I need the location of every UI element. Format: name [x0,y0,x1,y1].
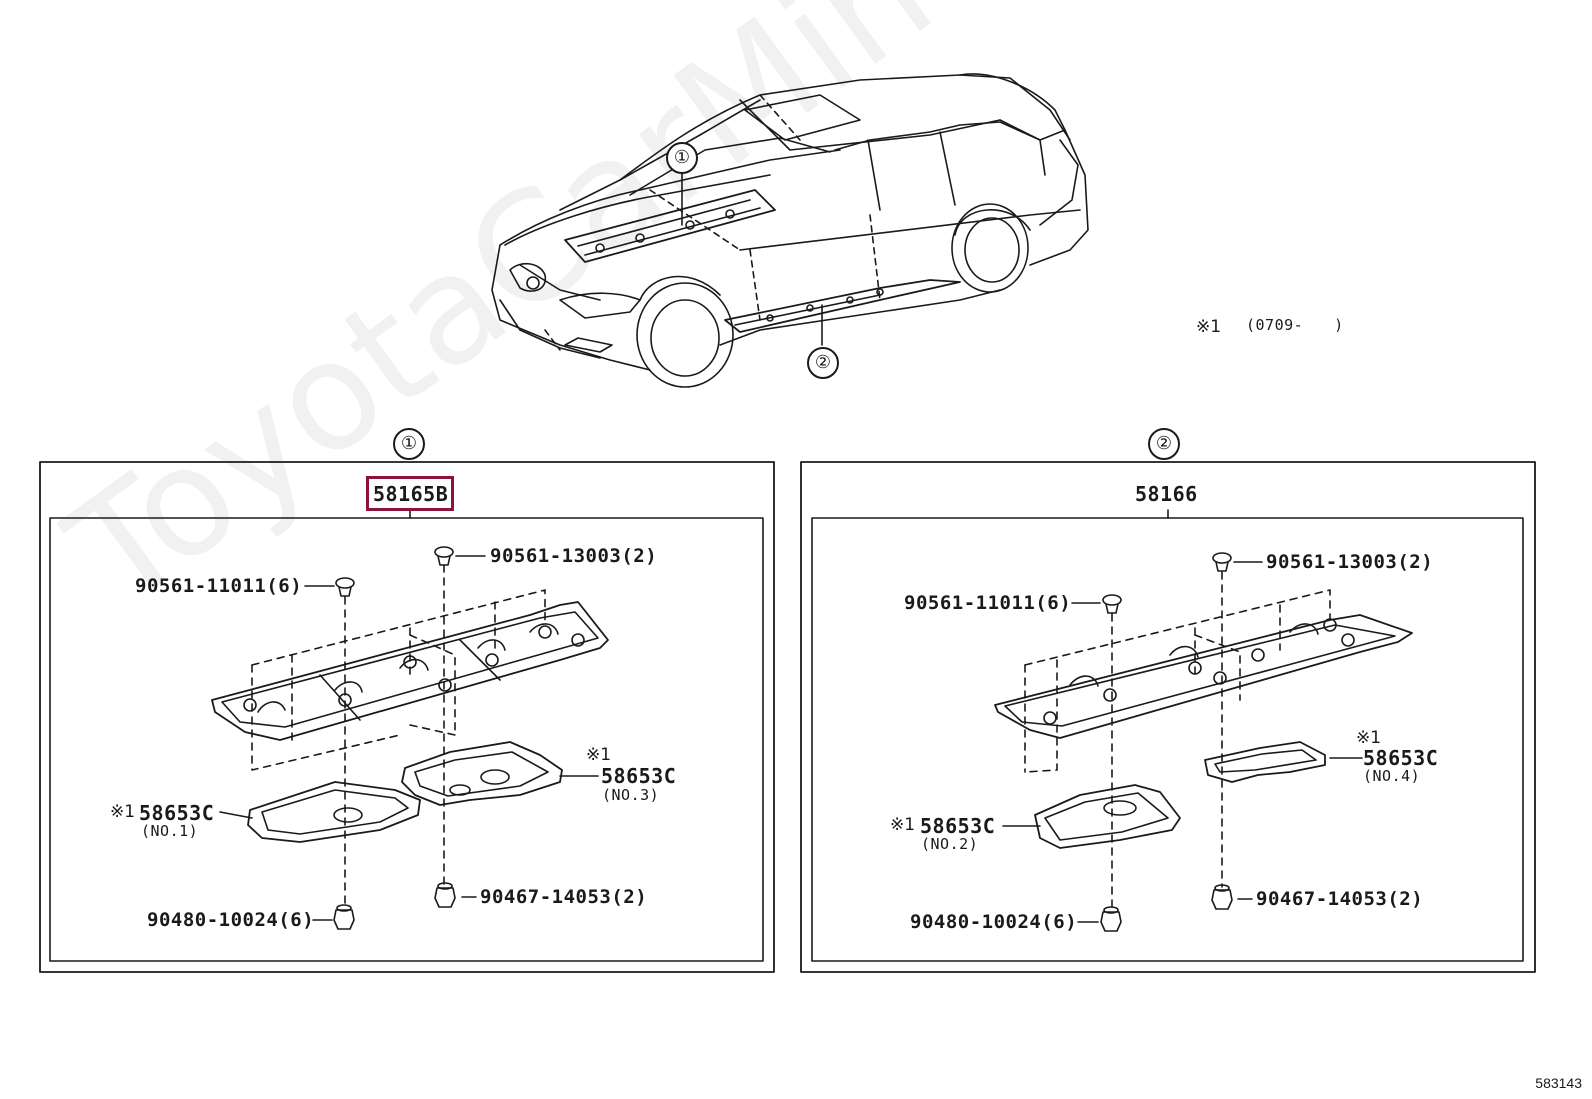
panel1-seal-a-mark: ※1 [110,802,136,822]
panel1-outer-frame [39,461,775,973]
panel1-part-number[interactable]: 58165B [373,482,449,506]
panel2-nut-right [1211,884,1233,910]
panel2-label-clip-top[interactable]: 90561-13003(2) [1266,551,1434,573]
panel2-label-nut-left[interactable]: 90480-10024(6) [910,911,1078,933]
panel1-label-nut-right[interactable]: 90467-14053(2) [480,886,648,908]
panel1-nut-left [333,904,355,930]
note-mark: ※1 [1196,317,1222,337]
panel2-clip-left [1102,594,1122,614]
panel2-seal-b-mark: ※1 [1356,728,1382,748]
note-date-range: (0709- ) [1246,316,1344,334]
panel2-cover-art [994,552,1413,932]
panel2-circle-label: ② [1148,428,1180,460]
panel1-nut-right [434,882,456,908]
panel2-clip-top [1212,552,1232,572]
panel1-seal-b-mark: ※1 [586,745,612,765]
panel1-label-clip-top[interactable]: 90561-13003(2) [490,545,658,567]
panel1-circle-label: ① [393,428,425,460]
panel1-cover-art [211,546,609,930]
panel2-label-clip-left[interactable]: 90561-11011(6) [904,592,1072,614]
panel1-label-nut-left[interactable]: 90480-10024(6) [147,909,315,931]
panel2-label-nut-right[interactable]: 90467-14053(2) [1256,888,1424,910]
callout-circle-2: ② [807,347,839,379]
panel1-seal-a-no: (NO.1) [141,822,199,840]
panel1-seal-b-part[interactable]: 58653C [601,764,677,788]
panel2-seal-a-no: (NO.2) [921,835,979,853]
panel2-seal-b-part[interactable]: 58653C [1363,746,1439,770]
car-illustration [491,73,1089,388]
diagram-id: 583143 [1535,1075,1582,1091]
panel1-seal-b-no: (NO.3) [602,786,660,804]
panel2-seal-b-no: (NO.4) [1363,767,1421,785]
callout-circle-1: ① [666,142,698,174]
panel2-outer-frame [800,461,1536,973]
panel1-clip-left [335,577,355,597]
panel1-inner-frame [49,517,764,962]
panel2-seal-a-mark: ※1 [890,815,916,835]
panel1-clip-top [434,546,454,566]
panel1-seal-a-part[interactable]: 58653C [139,801,215,825]
panel2-nut-left [1100,906,1122,932]
panel2-seal-a-part[interactable]: 58653C [920,814,996,838]
panel2-part-number[interactable]: 58166 [1135,482,1198,506]
panel1-label-clip-left[interactable]: 90561-11011(6) [135,575,303,597]
highlight-box [366,476,454,511]
